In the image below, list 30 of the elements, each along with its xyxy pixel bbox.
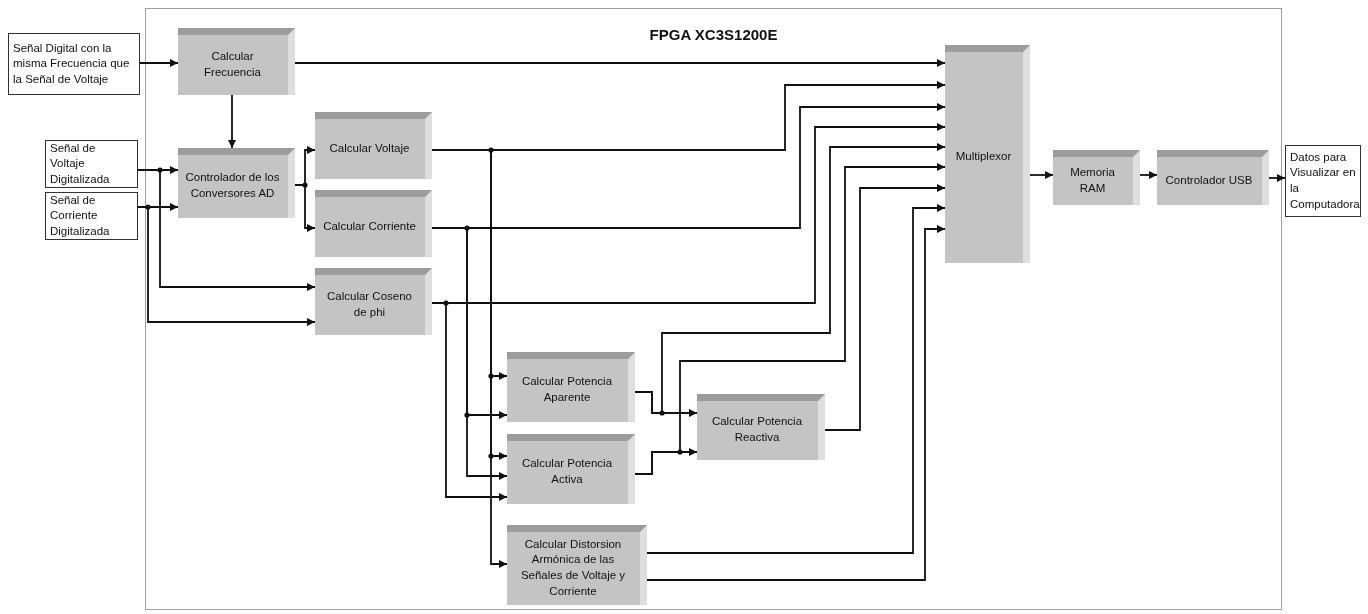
process-block: Calcular Potencia Activa <box>506 433 635 504</box>
arrow <box>1268 174 1286 182</box>
arrow <box>294 184 316 232</box>
frame-title: FPGA XC3S1200E <box>649 25 778 45</box>
arrow <box>228 94 236 149</box>
arrow <box>1139 171 1158 179</box>
process-block: Controlador USB <box>1156 149 1269 205</box>
signal-box: Señal de Corriente Digitalizada <box>45 192 138 240</box>
arrow <box>137 169 316 291</box>
process-block: Calcular Corriente <box>314 189 432 257</box>
signal-box: Señal Digital con la misma Frecuencia que la Señal de Voltaje <box>8 33 140 95</box>
process-block: Calcular Potencia Reactiva <box>696 393 825 460</box>
arrow <box>431 302 508 501</box>
process-block: Calcular Frecuencia <box>177 27 295 95</box>
signal-box: Datos para Visualizar en la Computadora <box>1285 145 1361 217</box>
process-block: Calcular Coseno de phi <box>314 267 432 335</box>
arrow <box>137 206 316 326</box>
arrow <box>139 59 179 67</box>
process-block: Calcular Voltaje <box>314 111 432 179</box>
arrow <box>1029 171 1054 179</box>
arrow <box>824 184 946 431</box>
process-block: Multiplexor <box>944 44 1030 263</box>
arrow <box>431 227 508 480</box>
arrow <box>294 59 946 67</box>
signal-box: Señal de Voltaje Digitalizada <box>45 140 138 188</box>
fpga-frame <box>145 8 1282 610</box>
process-block: Controlador de los Conversores AD <box>177 147 295 218</box>
process-block: Calcular Potencia Aparente <box>506 351 635 422</box>
process-block: Calcular Distorsion Armónica de las Señales de Voltaje y Corriente <box>506 524 647 605</box>
process-block: Memoria RAM <box>1052 149 1140 205</box>
